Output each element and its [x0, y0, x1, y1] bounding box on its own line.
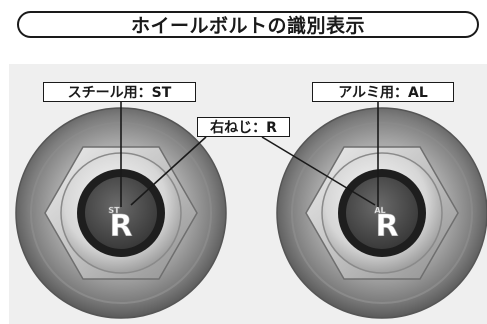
aluminum-main-mark: R: [375, 209, 398, 244]
right-thread-leader-left: [130, 136, 207, 206]
aluminum-sub-mark: AL: [374, 206, 385, 215]
aluminum-label: アルミ用：AL: [312, 82, 454, 102]
leader-lines: [120, 102, 379, 207]
right-thread-label: 右ねじ：R: [197, 117, 290, 137]
right-thread-leader-right: [261, 136, 376, 206]
steel-label: スチール用：ST: [43, 82, 196, 102]
title-box: ホイールボルトの識別表示: [17, 11, 479, 38]
steel-bolt: [15, 107, 227, 319]
page-title: ホイールボルトの識別表示: [130, 15, 365, 37]
aluminum-bolt: [276, 107, 487, 319]
steel-main-mark: R: [109, 209, 132, 244]
steel-sub-mark: ST: [108, 206, 120, 215]
